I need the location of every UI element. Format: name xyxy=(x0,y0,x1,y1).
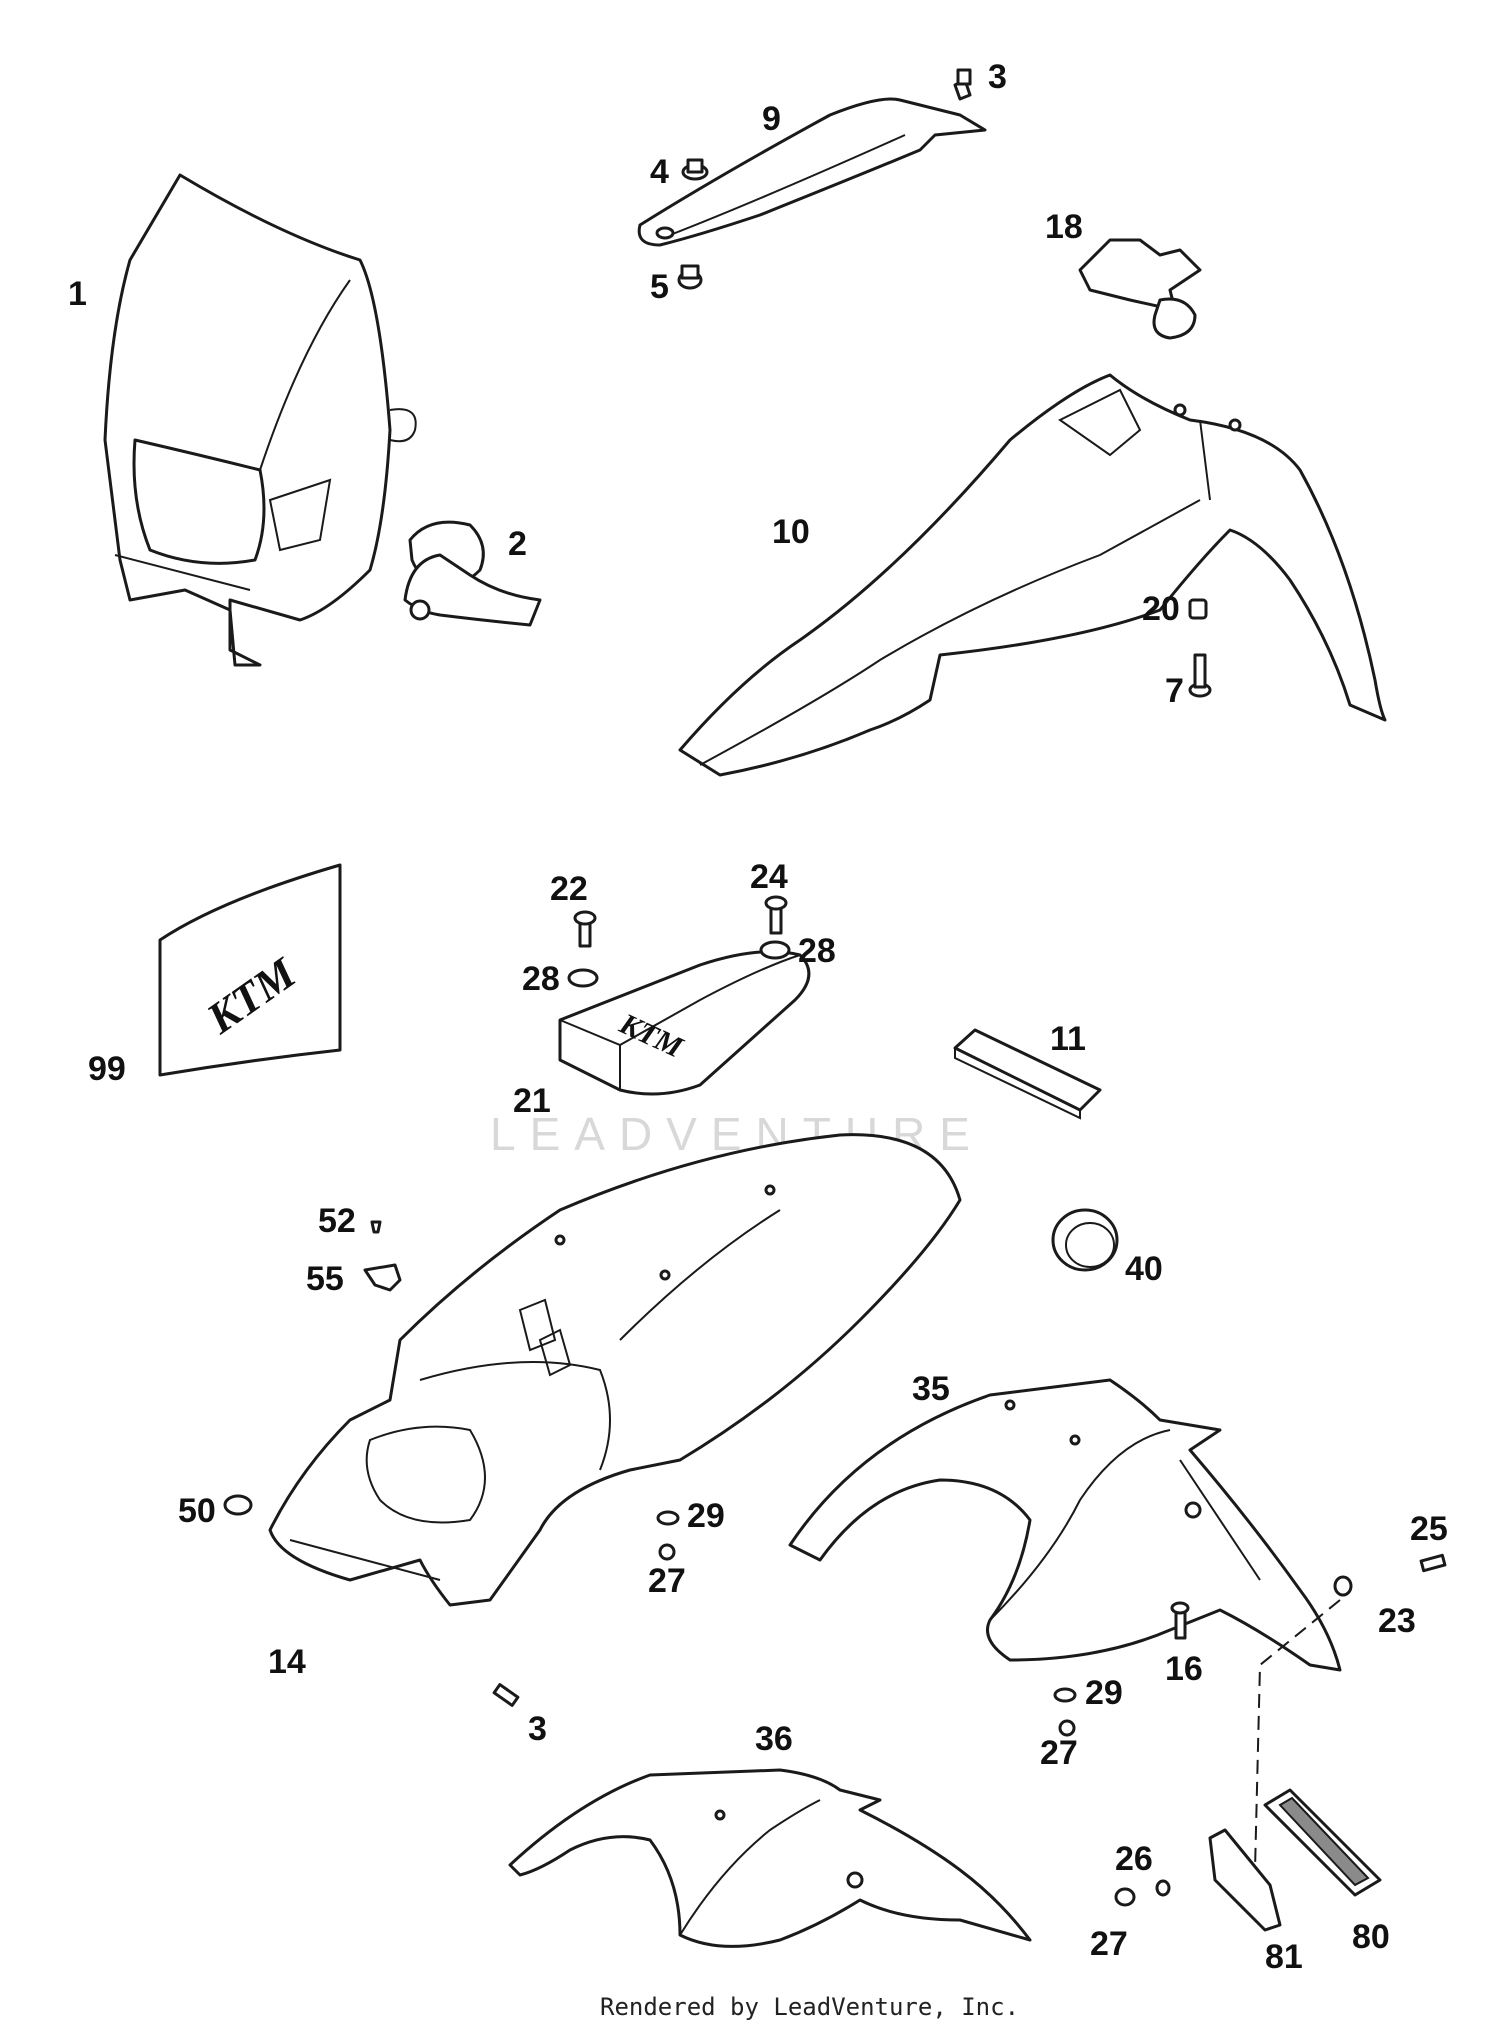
screw-24 xyxy=(764,895,788,935)
callout-9: 9 xyxy=(762,100,781,138)
washer-23 xyxy=(1333,1575,1353,1597)
rear-fender-part xyxy=(268,1133,962,1607)
callout-99: 99 xyxy=(88,1050,126,1088)
callout-26: 26 xyxy=(1115,1840,1153,1878)
callout-27-mid: 27 xyxy=(1040,1734,1078,1772)
callout-20: 20 xyxy=(1142,590,1180,628)
airbox-cover-part: KTM xyxy=(558,950,811,1096)
callout-55: 55 xyxy=(306,1260,344,1298)
nut-27-upper xyxy=(658,1543,676,1561)
callout-2: 2 xyxy=(508,525,527,563)
grommet-50 xyxy=(223,1494,253,1516)
front-fender-part xyxy=(678,373,1387,777)
callout-1: 1 xyxy=(68,275,87,313)
callout-28-right: 28 xyxy=(798,932,836,970)
screw-4 xyxy=(681,158,709,181)
washer-29-lower xyxy=(1053,1687,1077,1703)
screw-16 xyxy=(1170,1601,1190,1640)
callout-16: 16 xyxy=(1165,1650,1203,1688)
nut-5 xyxy=(677,264,703,290)
callout-10: 10 xyxy=(772,513,810,551)
callout-81: 81 xyxy=(1265,1938,1303,1976)
callout-3-lower: 3 xyxy=(528,1710,547,1748)
reflector-80 xyxy=(1263,1788,1382,1897)
callout-50: 50 xyxy=(178,1492,216,1530)
grommet-part xyxy=(1051,1208,1119,1272)
callout-5: 5 xyxy=(650,268,669,306)
washer-28-right xyxy=(759,940,791,960)
foam-strip-part xyxy=(953,1028,1102,1120)
callout-29-upper: 29 xyxy=(687,1497,725,1535)
callout-11: 11 xyxy=(1050,1020,1086,1058)
callout-21: 21 xyxy=(513,1082,551,1120)
callout-24: 24 xyxy=(750,858,788,896)
callout-27-upper: 27 xyxy=(648,1562,686,1600)
callout-29-lower: 29 xyxy=(1085,1674,1123,1712)
washer-26 xyxy=(1155,1879,1171,1897)
callout-25: 25 xyxy=(1410,1510,1448,1548)
nut-27-lower xyxy=(1114,1887,1136,1907)
clip-55 xyxy=(363,1263,402,1292)
screw-25 xyxy=(1419,1553,1447,1573)
callout-18: 18 xyxy=(1045,208,1083,246)
clamp-part xyxy=(403,520,542,627)
rear-fender-upper-part xyxy=(788,1378,1342,1672)
callout-40: 40 xyxy=(1125,1250,1163,1288)
rivet-20 xyxy=(1188,598,1208,620)
callout-36: 36 xyxy=(755,1720,793,1758)
callout-28-left: 28 xyxy=(522,960,560,998)
callout-7: 7 xyxy=(1165,672,1184,710)
callout-3-top: 3 xyxy=(988,58,1007,96)
washer-29-upper xyxy=(656,1510,680,1526)
callout-22: 22 xyxy=(550,870,588,908)
callout-27-lower: 27 xyxy=(1090,1925,1128,1963)
footer-credit: Rendered by LeadVenture, Inc. xyxy=(600,1993,1019,2021)
washer-28-left xyxy=(567,968,599,988)
callout-14: 14 xyxy=(268,1643,306,1681)
bracket-part xyxy=(637,97,987,247)
bracket-plate-part xyxy=(1078,238,1202,340)
callout-labels: 1 2 3 9 4 5 18 10 20 7 99 22 24 28 28 21… xyxy=(68,58,1448,1976)
screw-22 xyxy=(573,910,597,948)
nut-27-mid xyxy=(1058,1719,1076,1737)
callout-52: 52 xyxy=(318,1202,356,1240)
clip-52 xyxy=(370,1220,382,1234)
callout-4: 4 xyxy=(650,153,669,191)
headlight-mask-part xyxy=(103,173,417,667)
decal-part: KTM xyxy=(158,863,342,1077)
screw-3-top xyxy=(953,68,972,101)
callout-35: 35 xyxy=(912,1370,950,1408)
screw-3-lower xyxy=(492,1683,520,1707)
rear-fender-lower-part xyxy=(508,1768,1032,1948)
callout-23: 23 xyxy=(1378,1602,1416,1640)
screw-7 xyxy=(1188,653,1212,698)
callout-80: 80 xyxy=(1352,1918,1390,1956)
plate-81 xyxy=(1208,1828,1282,1932)
